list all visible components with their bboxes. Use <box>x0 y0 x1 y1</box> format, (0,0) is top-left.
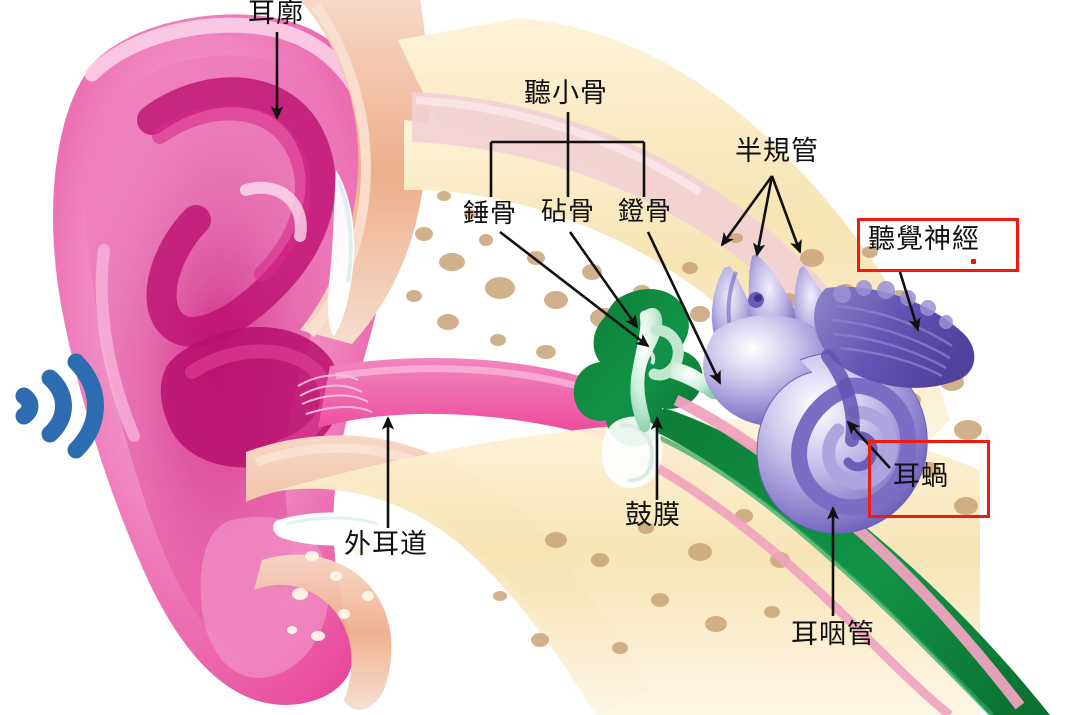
sound-wave-icon <box>15 353 104 459</box>
label-ear-canal: 外耳道 <box>344 529 428 560</box>
leader-auditory-nerve <box>898 271 921 332</box>
label-incus: 砧骨 <box>541 197 596 227</box>
highlight-box-auditory-nerve <box>857 218 1019 272</box>
leader-canal-3 <box>770 175 802 254</box>
highlight-box-cochlea <box>868 440 990 518</box>
label-semicircular-canals: 半規管 <box>735 136 819 167</box>
middle-ear-illustration <box>573 288 1050 715</box>
label-eardrum: 鼓膜 <box>625 500 681 531</box>
leader-stapes <box>646 231 722 385</box>
pinna-auricle-illustration <box>53 14 393 705</box>
label-malleus: 錘骨 <box>463 199 518 229</box>
label-stapes: 鐙骨 <box>618 197 673 227</box>
ossicles-bracket <box>489 140 646 197</box>
label-cochlea: 耳蝸 <box>893 461 949 492</box>
red-dot-marker <box>971 259 976 264</box>
leader-malleus <box>499 230 650 348</box>
label-auricle: 耳廓 <box>248 0 304 29</box>
label-eustachian-tube: 耳咽管 <box>791 619 875 650</box>
label-ossicles: 聽小骨 <box>524 78 608 109</box>
label-auditory-nerve: 聽覺神經 <box>868 224 980 255</box>
leader-lines-group <box>270 32 921 616</box>
leader-canal-2 <box>753 175 774 257</box>
leader-canal-1 <box>720 175 774 247</box>
leader-incus <box>568 231 639 329</box>
inner-ear-illustration <box>703 254 975 534</box>
